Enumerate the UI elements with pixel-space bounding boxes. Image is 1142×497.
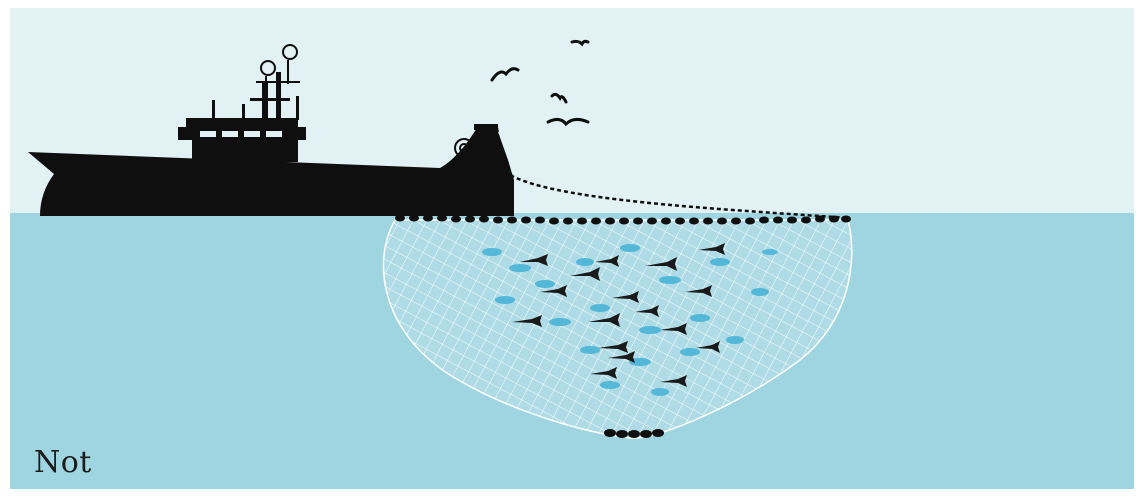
caption-label: Not <box>34 448 92 478</box>
